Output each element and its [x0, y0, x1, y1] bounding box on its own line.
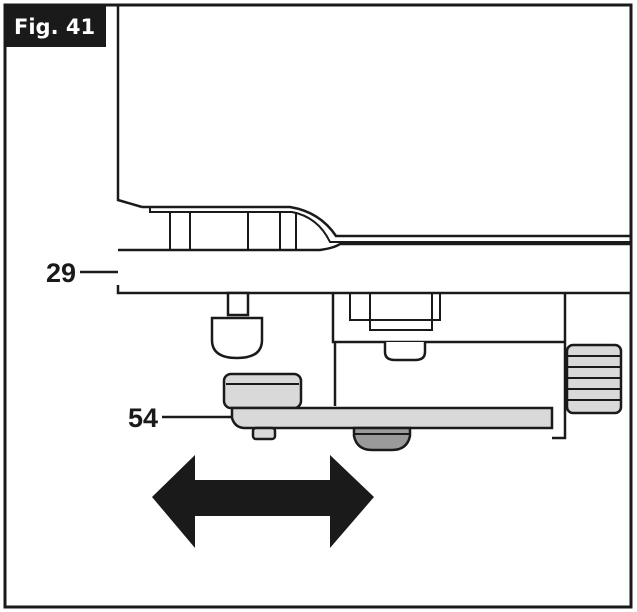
- base-plate-29: [116, 242, 633, 295]
- double-headed-arrow-icon: [152, 455, 374, 548]
- guide-pin: [210, 291, 264, 360]
- callout-54-label: 54: [128, 403, 158, 433]
- upper-housing: [116, 5, 631, 243]
- figure-label-badge: Fig. 41: [5, 5, 106, 47]
- housing-ribs: [169, 212, 297, 250]
- figure-label-text: Fig. 41: [14, 15, 95, 39]
- figure-frame: [3, 3, 633, 609]
- adjustment-knob: [565, 343, 623, 415]
- lower-bracket: [331, 293, 567, 440]
- plate-feet: [251, 426, 412, 452]
- callout-29-label: 29: [46, 258, 76, 288]
- clamp-block: [222, 372, 303, 410]
- slide-plate-54: [230, 406, 554, 430]
